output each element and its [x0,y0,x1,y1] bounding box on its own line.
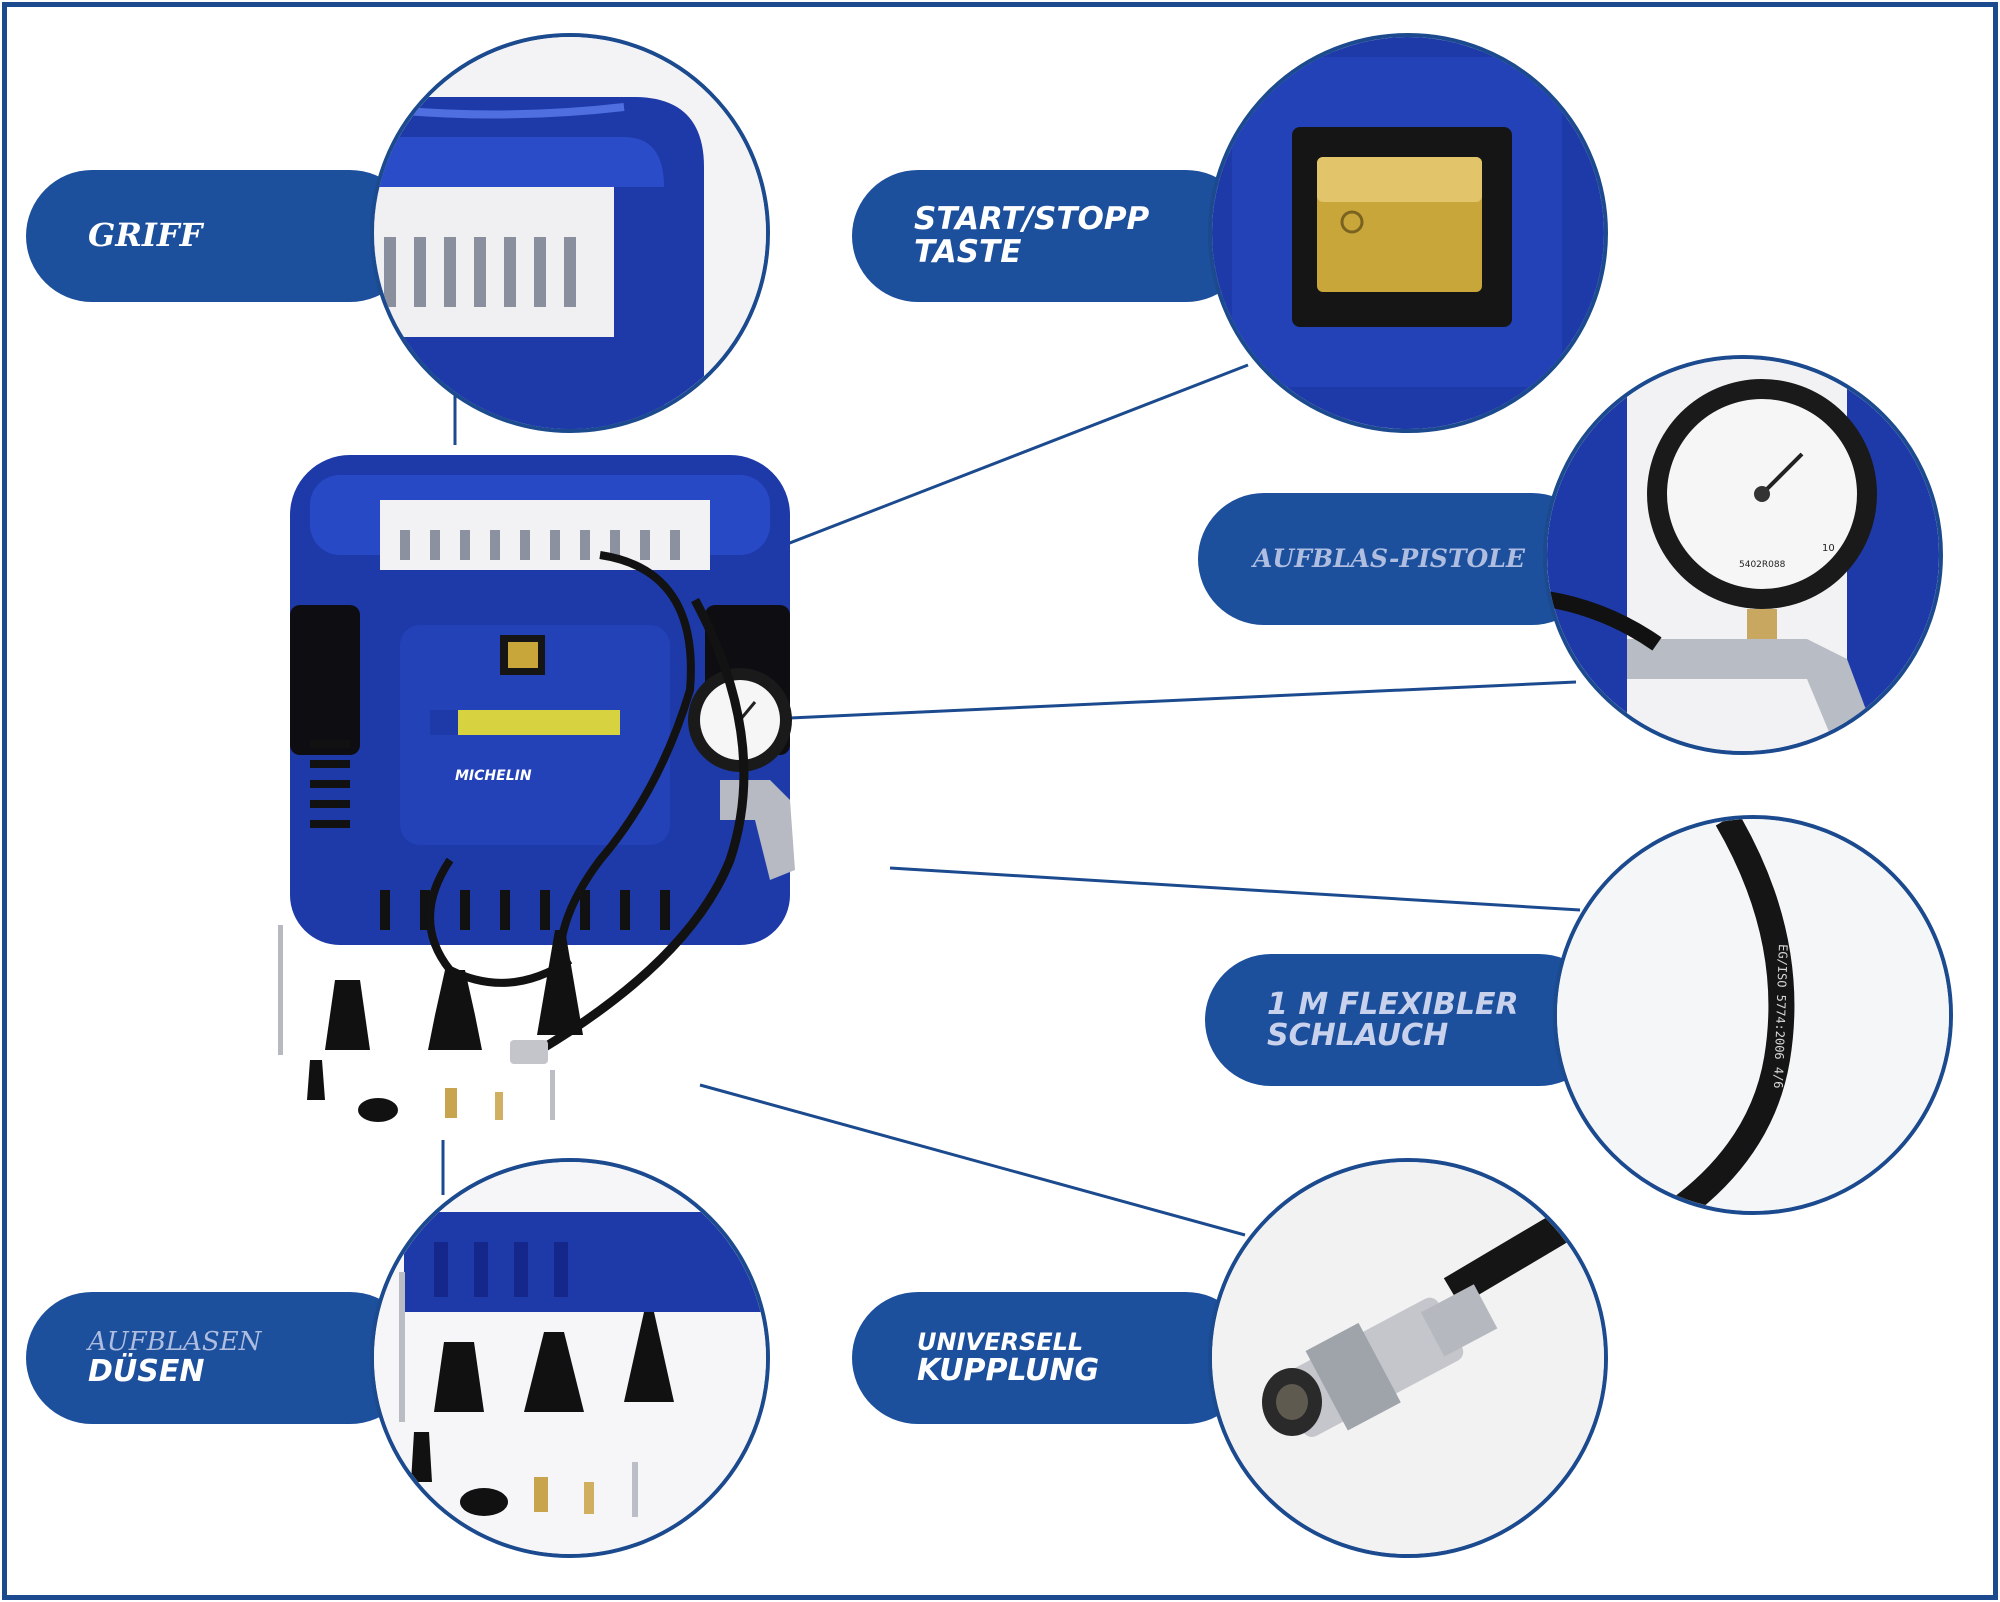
label-aufblas-pistole: AUFBLAS-PISTOLE [1198,493,1598,625]
label-griff-text: GRIFF [88,216,203,255]
label-kupplung-line1: UNIVERSELL [917,1327,1084,1356]
compressor-product-image: MICHELIN [250,440,910,1140]
label-schlauch: 1 M FLEXIBLER SCHLAUCH [1205,954,1605,1086]
detail-handle-image [370,33,770,433]
label-schlauch-line2: SCHLAUCH [1267,1018,1449,1053]
gauge-code: 5402R088 [1739,560,1786,570]
label-start-stop: START/STOPP TASTE [852,170,1252,302]
label-start-stop-line1: START/STOPP [914,201,1150,238]
hose-print-text: EG/ISO 5774:2006 4/6 [1771,944,1790,1089]
detail-gauge-image: 10 5402R088 [1543,355,1943,755]
label-aufblas-pistole-text: AUFBLAS-PISTOLE [1253,543,1525,573]
label-duesen: AUFBLASEN DÜSEN [26,1292,416,1424]
label-griff: GRIFF [26,170,416,302]
label-duesen-line1: AUFBLASEN [88,1326,262,1357]
brand-logo-text: MICHELIN [455,768,532,784]
detail-switch-image [1208,33,1608,433]
label-schlauch-line1: 1 M FLEXIBLER [1267,986,1519,1022]
detail-coupling-image [1208,1158,1608,1558]
label-duesen-line2: DÜSEN [88,1353,205,1389]
label-start-stop-line2: TASTE [914,234,1022,270]
label-kupplung-line2: KUPPLUNG [917,1352,1100,1388]
detail-nozzles-image [370,1158,770,1558]
gauge-scale-max: 10 [1822,543,1835,554]
label-kupplung: UNIVERSELL KUPPLUNG [852,1292,1252,1424]
detail-hose-image: EG/ISO 5774:2006 4/6 [1553,815,1953,1215]
